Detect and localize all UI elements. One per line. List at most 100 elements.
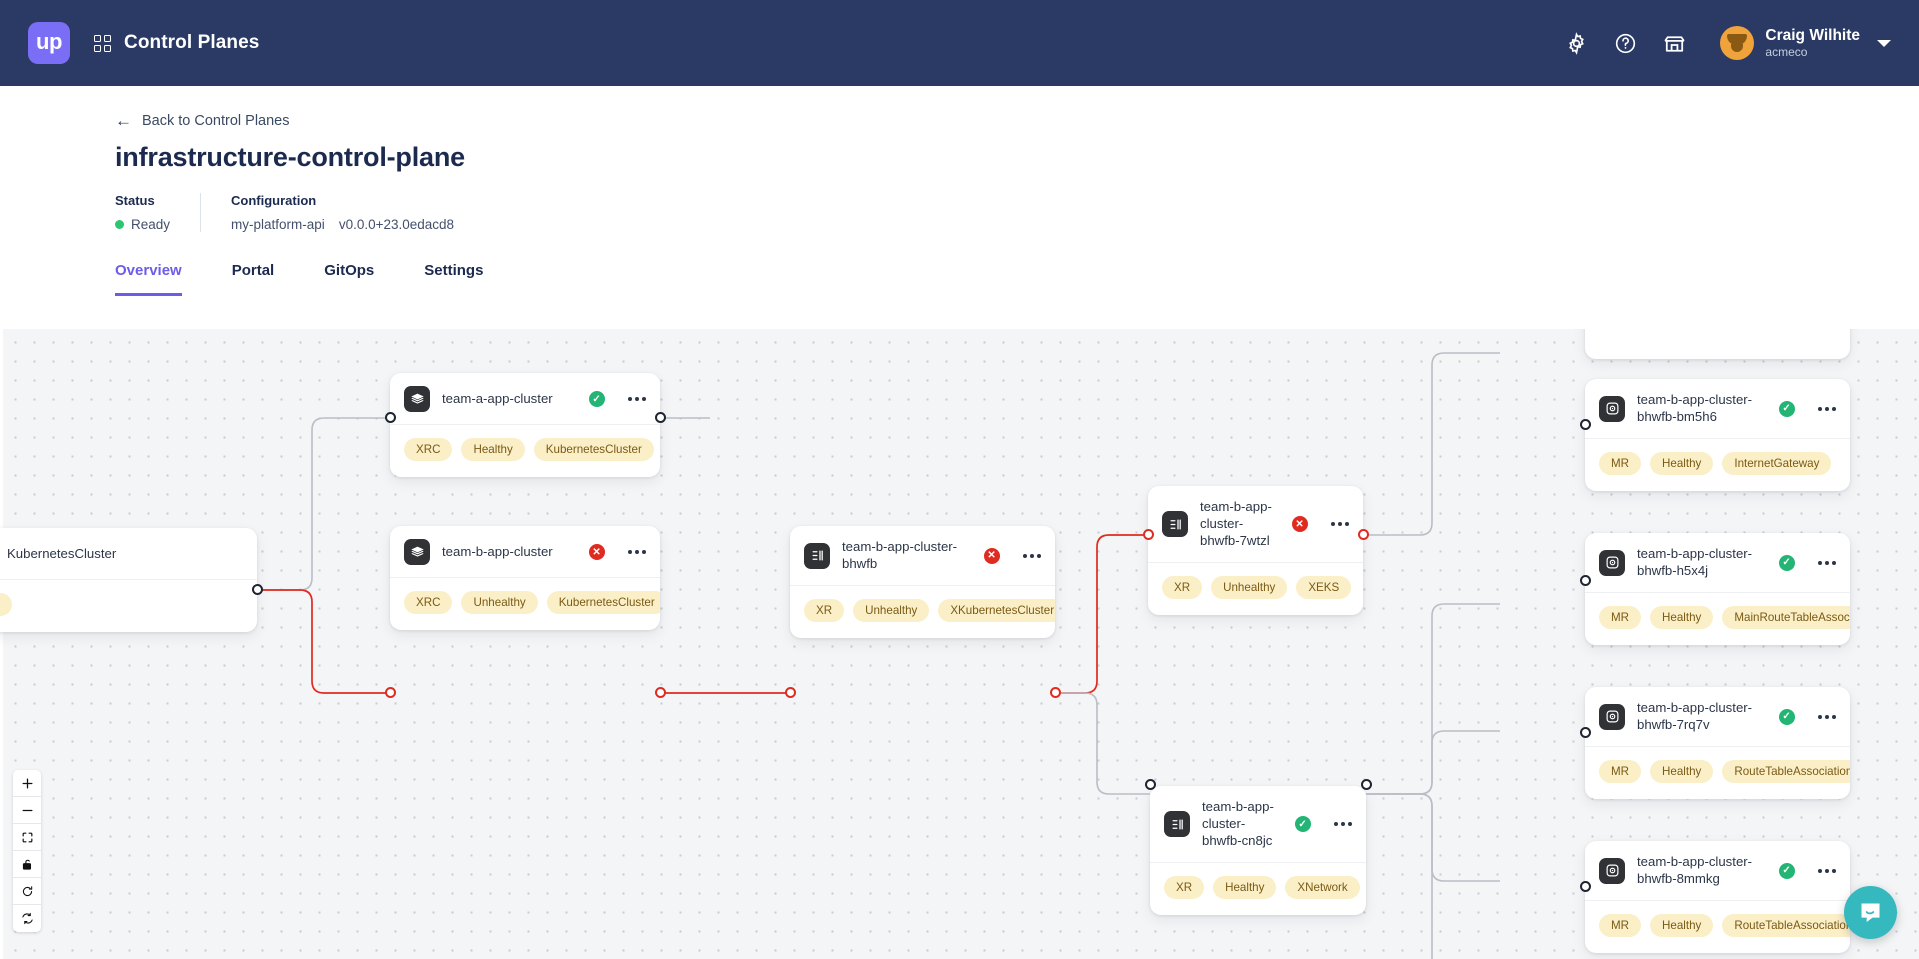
status-healthy-icon: ✓ [1778,708,1795,725]
graph-node-team-b-app-cluster-bhwfb-cn8jc[interactable]: team-b-app-cluster-bhwfb-cn8jc ✓ XR Heal… [1150,786,1366,915]
node-tag: MainRouteTableAssociation [1722,605,1850,629]
node-port-output[interactable] [1050,687,1061,698]
node-port-input[interactable] [1143,529,1154,540]
status-healthy-icon: ✓ [1778,554,1795,571]
node-port-input[interactable] [1580,881,1591,892]
node-port-input[interactable] [385,687,396,698]
resource-graph-canvas[interactable]: K KubernetesCluster API team-a-app-clust… [0,329,1919,959]
reset-icon[interactable] [13,878,41,905]
node-tag: XNetwork [1285,875,1360,899]
node-tag: RouteTableAssociation [1722,913,1850,937]
node-tag: API [0,593,12,616]
node-port-output[interactable] [655,412,666,423]
status-healthy-icon: ✓ [1294,816,1311,833]
node-menu-button[interactable] [1022,553,1041,558]
auto-refresh-icon[interactable] [13,905,41,932]
node-menu-button[interactable] [1330,522,1349,527]
gear-icon[interactable] [1563,30,1590,57]
tab-overview[interactable]: Overview [115,256,182,296]
status-block: Status Ready [115,193,200,232]
node-title: team-b-app-cluster-bhwfb-7wtzl [1200,499,1272,548]
back-to-control-planes-link[interactable]: ← Back to Control Planes [115,112,290,129]
node-menu-button[interactable] [1817,868,1836,873]
tab-portal[interactable]: Portal [231,262,275,279]
node-port-output[interactable] [1361,779,1372,790]
graph-node-team-b-app-cluster-bhwfb-7wtzl[interactable]: team-b-app-cluster-bhwfb-7wtzl ✕ XR Unhe… [1148,486,1363,615]
node-divider [390,577,660,578]
graph-node-team-b-app-cluster-bhwfb-bm5h6[interactable]: team-b-app-cluster-bhwfb-bm5h6 ✓ MR Heal… [1585,379,1850,491]
graph-node-team-b-app-cluster-bhwfb[interactable]: team-b-app-cluster-bhwfb ✕ XR Unhealthy … [790,526,1055,638]
node-tag: InternetGateway [1722,451,1832,475]
node-tag: XRC [404,591,453,614]
node-menu-button[interactable] [1817,406,1836,411]
node-tag: Unhealthy [853,598,930,622]
tab-gitops[interactable]: GitOps [324,262,375,279]
configuration-label: Configuration [231,193,317,208]
tab-settings[interactable]: Settings [424,262,484,279]
node-port-input[interactable] [1145,779,1156,790]
chat-launcher[interactable] [1844,886,1897,939]
graph-node-team-b-app-cluster-bhwfb-7rq7v[interactable]: team-b-app-cluster-bhwfb-7rq7v ✓ MR Heal… [1585,687,1850,799]
node-title: team-b-app-cluster-bhwfb [842,539,958,571]
managed-resource-icon [1599,857,1625,884]
node-port-input[interactable] [785,687,796,698]
logo-text: up [36,29,62,54]
nav-product-section[interactable]: Control Planes [94,32,259,54]
node-tag: Healthy [461,438,525,461]
nav-title: Control Planes [124,32,260,53]
status-unhealthy-icon: ✕ [1291,516,1308,533]
stack-icon [404,386,430,412]
upbound-logo[interactable]: up [28,22,70,64]
node-port-input[interactable] [1580,727,1591,738]
node-menu-button[interactable] [1817,560,1836,565]
node-menu-button[interactable] [627,397,646,401]
graph-node-partial-top[interactable] [1585,329,1850,359]
node-tag: XRC [404,438,453,461]
graph-node-team-b-app-cluster[interactable]: team-b-app-cluster ✕ XRC Unhealthy Kuber… [390,526,660,630]
node-menu-button[interactable] [1817,714,1836,719]
node-divider [1585,745,1850,747]
node-port-input[interactable] [1580,575,1591,586]
managed-resource-icon [1599,549,1625,576]
fit-view-icon[interactable] [13,824,41,851]
resource-icon [804,542,830,569]
canvas-left-edge [0,329,3,959]
graph-node-team-b-app-cluster-bhwfb-h5x4j[interactable]: team-b-app-cluster-bhwfb-h5x4j ✓ MR Heal… [1585,533,1850,645]
marketplace-icon[interactable] [1661,30,1688,57]
node-tag: Unhealthy [461,591,538,614]
node-port-output[interactable] [252,584,263,595]
node-tag: XKubernetesCluster [938,598,1055,622]
node-tag: MR [1599,913,1642,937]
node-tag: Healthy [1650,605,1714,629]
node-menu-button[interactable] [627,550,646,554]
node-tag: XEKS [1296,575,1352,599]
nav-actions: Craig Wilhite acmeco [1563,26,1891,60]
graph-node-kubernetescluster[interactable]: K KubernetesCluster API [0,528,257,632]
graph-node-team-b-app-cluster-bhwfb-8mmkg[interactable]: team-b-app-cluster-bhwfb-8mmkg ✓ MR Heal… [1585,841,1850,953]
help-icon[interactable] [1612,30,1639,57]
chevron-down-icon [1877,39,1891,47]
status-badge: Ready [115,217,170,232]
resource-icon [1162,511,1188,538]
node-title: team-b-app-cluster-bhwfb-7rq7v [1637,700,1753,732]
node-port-output[interactable] [1358,529,1369,540]
node-tag: MR [1599,605,1642,629]
node-port-input[interactable] [1580,419,1591,430]
node-tag: KubernetesCluster [546,591,660,614]
lock-icon[interactable] [13,851,41,878]
chat-smile-icon [1861,903,1880,922]
arrow-left-icon: ← [115,111,132,130]
node-port-output[interactable] [655,687,666,698]
node-menu-button[interactable] [1333,822,1352,827]
graph-node-team-a-app-cluster[interactable]: team-a-app-cluster ✓ XRC Healthy Kuberne… [390,373,660,477]
node-port-input[interactable] [385,412,396,423]
user-menu[interactable]: Craig Wilhite acmeco [1720,26,1891,60]
node-tag: Unhealthy [1211,575,1288,599]
node-title: team-b-app-cluster-bhwfb-cn8jc [1202,799,1274,848]
status-healthy-icon: ✓ [1778,862,1795,879]
configuration-name: my-platform-api [231,217,325,232]
node-title: team-b-app-cluster-bhwfb-bm5h6 [1637,392,1753,424]
zoom-in-button[interactable] [13,770,41,797]
zoom-out-button[interactable] [13,797,41,824]
node-title: KubernetesCluster [7,545,117,561]
